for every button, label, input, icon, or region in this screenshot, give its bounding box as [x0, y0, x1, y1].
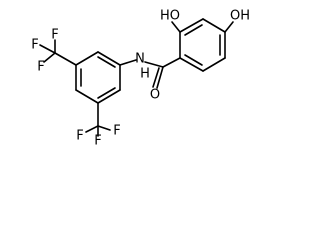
nitrogen-label: N	[135, 52, 145, 67]
fluorine-upper-left-label: F	[31, 38, 38, 53]
amide-linkage	[119, 59, 164, 89]
right-benzene-ring	[162, 18, 226, 72]
left-benzene-ring	[75, 51, 121, 104]
para-hydroxyl-label: OH	[230, 9, 250, 24]
hydroxyl-bonds	[171, 21, 234, 33]
cf3-group-upper	[39, 39, 77, 66]
molecule-structure: N H O HO OH F F F F F F F	[31, 9, 250, 149]
fluorine-lower-left-label: F	[76, 129, 83, 144]
fluorine-upper-bottom-label: F	[37, 60, 44, 75]
carbonyl-oxygen-label: O	[150, 88, 160, 103]
fluorine-lower-bottom-label: F	[94, 134, 101, 149]
cf3-group-lower	[85, 102, 111, 137]
ortho-hydroxyl-label: HO	[160, 9, 180, 24]
fluorine-upper-top-label: F	[51, 28, 58, 43]
fluorine-lower-right-label: F	[113, 124, 120, 139]
amide-hydrogen-label: H	[140, 67, 150, 82]
